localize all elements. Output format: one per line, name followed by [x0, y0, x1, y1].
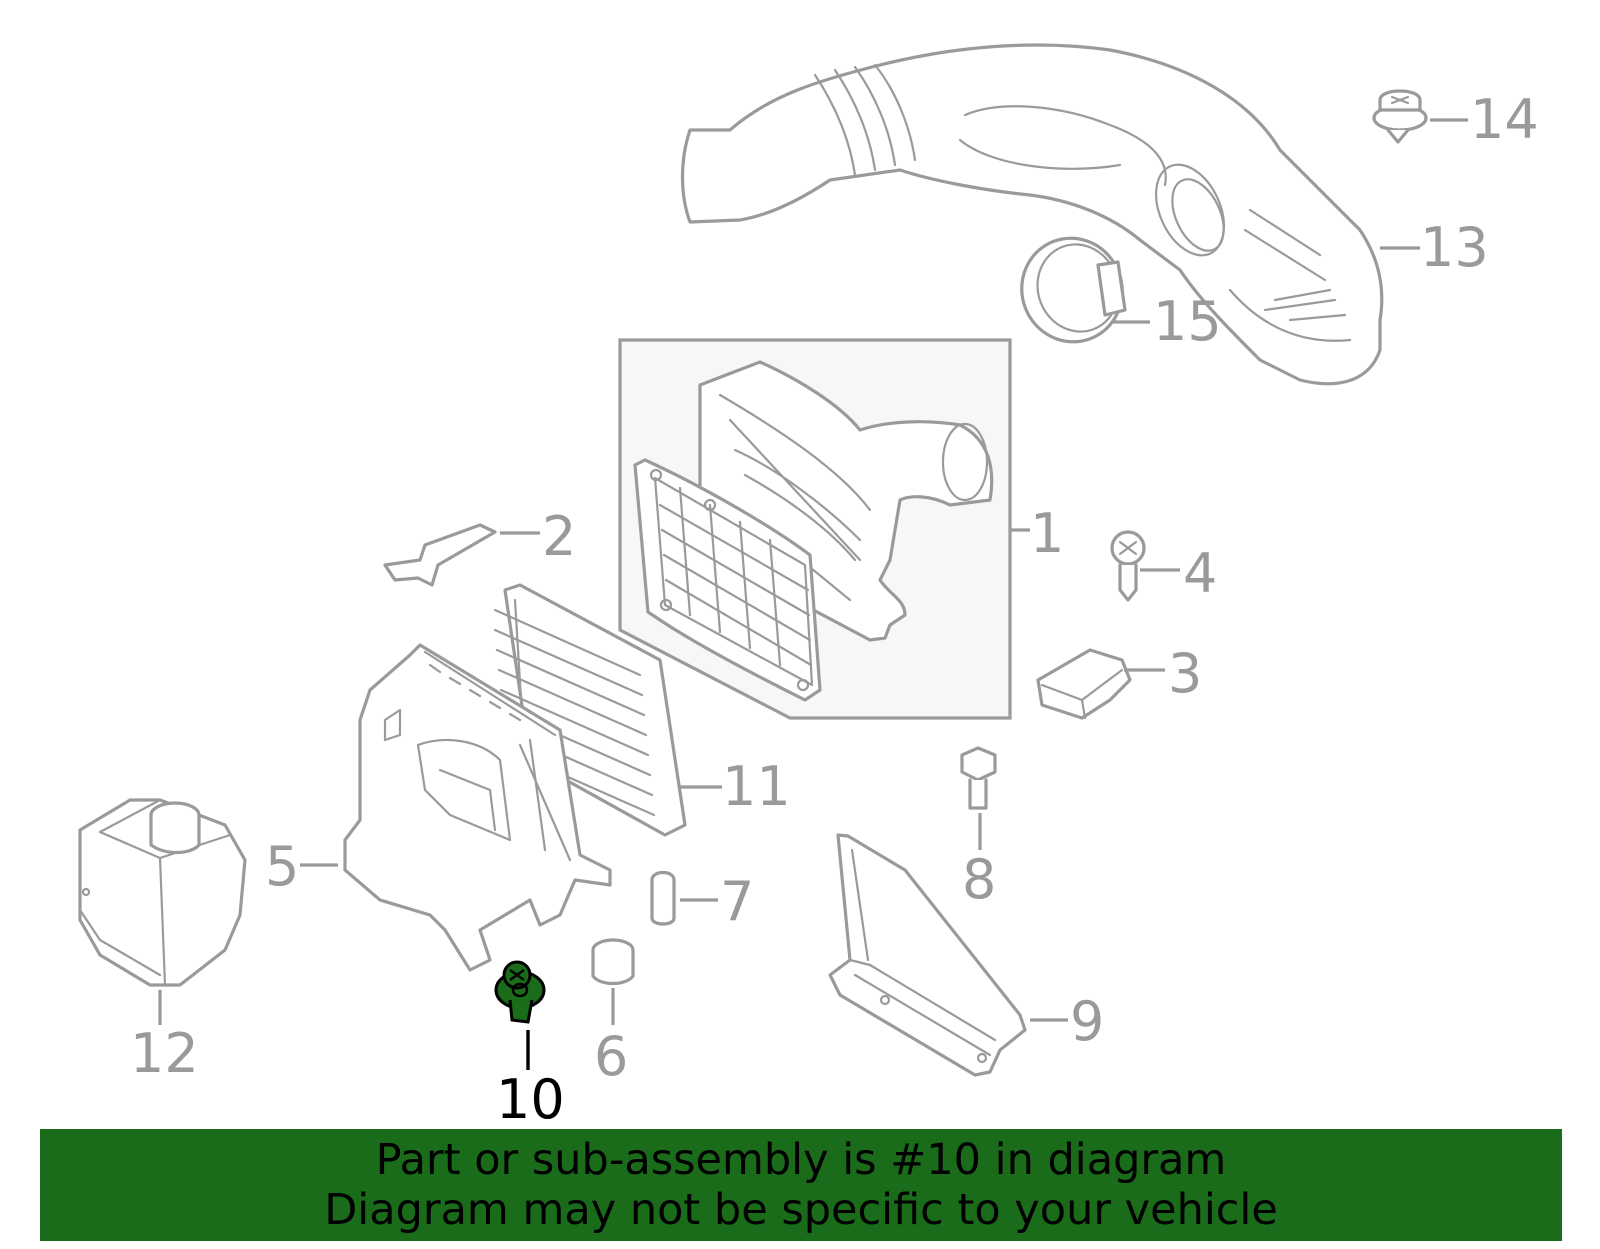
callout-7: 7: [720, 870, 754, 933]
banner-line-1: Part or sub-assembly is #10 in diagram: [375, 1135, 1227, 1185]
part-9-duct: [828, 833, 1027, 1077]
info-banner: Part or sub-assembly is #10 in diagram D…: [40, 1129, 1562, 1241]
part-4-clip: [1110, 530, 1146, 602]
part-5-lower-housing: [343, 643, 612, 972]
callout-5: 5: [265, 835, 299, 898]
callout-11: 11: [722, 755, 791, 818]
part-1-air-cleaner-assembly: [618, 338, 1012, 720]
callout-1: 1: [1030, 502, 1064, 565]
part-14-clip: [1372, 89, 1428, 144]
part-2-bracket: [383, 523, 497, 587]
callout-9: 9: [1070, 990, 1104, 1053]
callout-15: 15: [1153, 290, 1222, 353]
callout-12: 12: [130, 1022, 199, 1085]
callout-13: 13: [1420, 216, 1489, 279]
callout-8: 8: [962, 848, 996, 911]
callout-14: 14: [1470, 88, 1539, 151]
part-13-intake-duct: [680, 43, 1384, 386]
part-10-highlighted-clip: [494, 960, 546, 1024]
callout-10: 10: [496, 1068, 565, 1131]
callout-2: 2: [542, 505, 576, 568]
banner-line-2: Diagram may not be specific to your vehi…: [324, 1185, 1278, 1235]
callout-6: 6: [594, 1025, 628, 1088]
leader-lines: [158, 118, 1468, 1070]
callout-3: 3: [1168, 642, 1202, 705]
part-15-hose-clamp: [1020, 236, 1127, 344]
part-8-bolt: [960, 746, 997, 810]
part-6-grommet: [591, 938, 635, 986]
part-7-grommet: [650, 870, 676, 926]
callout-4: 4: [1183, 542, 1217, 605]
part-12-resonator: [78, 798, 247, 987]
part-3-sensor: [1036, 648, 1132, 720]
